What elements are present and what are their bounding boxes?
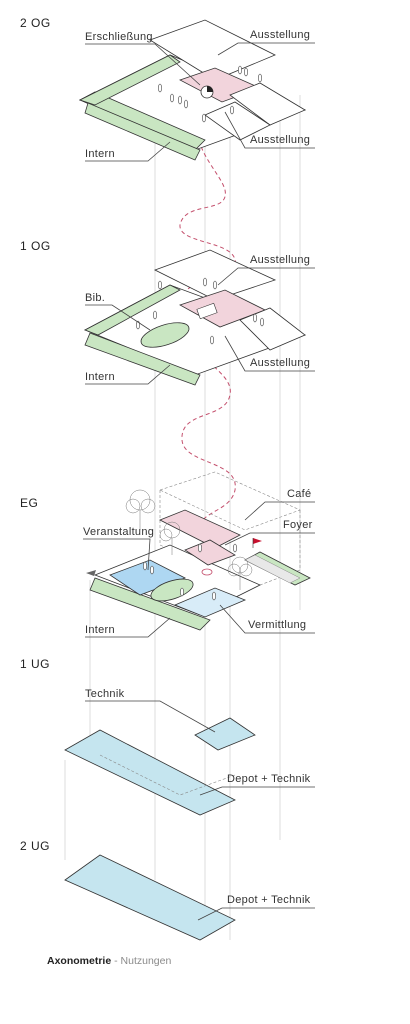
2og-intern-strip-b [78, 54, 181, 106]
leader-eg-veranstaltung [83, 538, 151, 571]
leader-2og-erschliessung [85, 43, 201, 86]
projection-lines [64, 80, 301, 940]
eg-side-marker [86, 570, 96, 576]
label-eg-veranstaltung: Veranstaltung [83, 526, 154, 538]
2ug-depot-area [64, 854, 236, 941]
floor-title-2ug: 2 UG [20, 839, 50, 853]
floor-title-2og: 2 OG [20, 16, 51, 30]
leader-1og-bib [85, 304, 151, 331]
1og-intern-front [84, 332, 201, 386]
1og-intern-strip-b [84, 284, 181, 336]
label-eg-foyer: Foyer [283, 519, 313, 531]
2og-intern-front [84, 102, 201, 161]
leader-1ug-technik [85, 700, 216, 733]
eg-people [143, 543, 237, 601]
leader-1og-ausstellung-bottom [224, 335, 315, 372]
eg-volume-outline-right [259, 510, 301, 586]
circulation-spiral [179, 99, 236, 541]
label-1ug-technik: Technik [85, 688, 125, 700]
label-2ug-depot: Depot + Technik [227, 894, 311, 906]
label-1og-ausstellung-bottom: Ausstellung [250, 357, 310, 369]
label-2og-ausstellung-bottom: Ausstellung [250, 134, 310, 146]
caption-bold: Axonometrie [47, 955, 111, 967]
label-1og-bib: Bib. [85, 292, 105, 304]
eg-entrance-path [244, 554, 301, 584]
2og-people [158, 65, 262, 123]
floor-eg: EG Café [20, 471, 315, 638]
leader-eg-intern [85, 617, 171, 638]
leader-2og-ausstellung-top [217, 42, 315, 56]
eg-intern-front [89, 577, 211, 631]
leader-1og-ausstellung-top [217, 267, 315, 286]
eg-foyer-area [159, 509, 241, 549]
1ug-depot-area [64, 729, 236, 816]
leader-eg-foyer [224, 532, 315, 546]
leader-2og-ausstellung-bottom [224, 111, 315, 149]
caption-light: Nutzungen [121, 955, 172, 967]
floor-title-1og: 1 OG [20, 239, 51, 253]
leader-eg-vermittlung [219, 604, 315, 634]
floor-1ug: 1 UG Technik Depot + Technik [20, 657, 315, 816]
label-2og-ausstellung-top: Ausstellung [250, 29, 310, 41]
2og-exhibition-slab-mid [204, 101, 271, 141]
floor-1og: 1 OG Ausstellung Bib. Ausstellung Intern [20, 239, 315, 386]
label-eg-vermittlung: Vermittlung [248, 619, 306, 631]
leader-1ug-depot [199, 786, 315, 796]
eg-foyer-stair-zone [184, 539, 236, 566]
leader-2ug-depot [197, 907, 315, 921]
eg-vermittlung-area [173, 587, 247, 618]
label-1ug-depot: Depot + Technik [227, 773, 311, 785]
2og-stair-fill [207, 86, 213, 92]
leader-1og-intern [85, 364, 171, 385]
floor-title-1ug: 1 UG [20, 657, 50, 671]
floor-2og: 2 OG Erschließung Ausstellung Ausstellun… [20, 16, 315, 162]
1og-bib-reading-area [140, 322, 190, 348]
1ug-technik-area [194, 717, 256, 751]
eg-stair-symbol [201, 568, 213, 576]
caption-separator: - [111, 955, 120, 967]
figure-caption: Axonometrie - Nutzungen [47, 955, 171, 967]
label-2og-erschliessung: Erschließung [85, 31, 153, 43]
floor-title-eg: EG [20, 496, 38, 510]
1og-stair-void [196, 302, 218, 320]
leader-eg-cafe [244, 501, 315, 521]
label-eg-intern: Intern [85, 624, 115, 636]
label-1og-intern: Intern [85, 371, 115, 383]
eg-green-court [150, 578, 194, 602]
2og-exhibition-slab-right [229, 82, 306, 126]
leader-2og-intern [85, 141, 171, 162]
eg-trees [125, 489, 253, 590]
2og-exhibition-slab-top [149, 19, 276, 81]
label-2og-intern: Intern [85, 148, 115, 160]
1og-exhibition-slab-top [153, 249, 277, 301]
floor-2ug: 2 UG Depot + Technik [20, 839, 315, 941]
eg-veranstaltung-area [109, 559, 186, 596]
label-eg-cafe: Café [287, 488, 311, 500]
label-1og-ausstellung-top: Ausstellung [250, 254, 310, 266]
eg-entrance-flag [253, 538, 262, 544]
